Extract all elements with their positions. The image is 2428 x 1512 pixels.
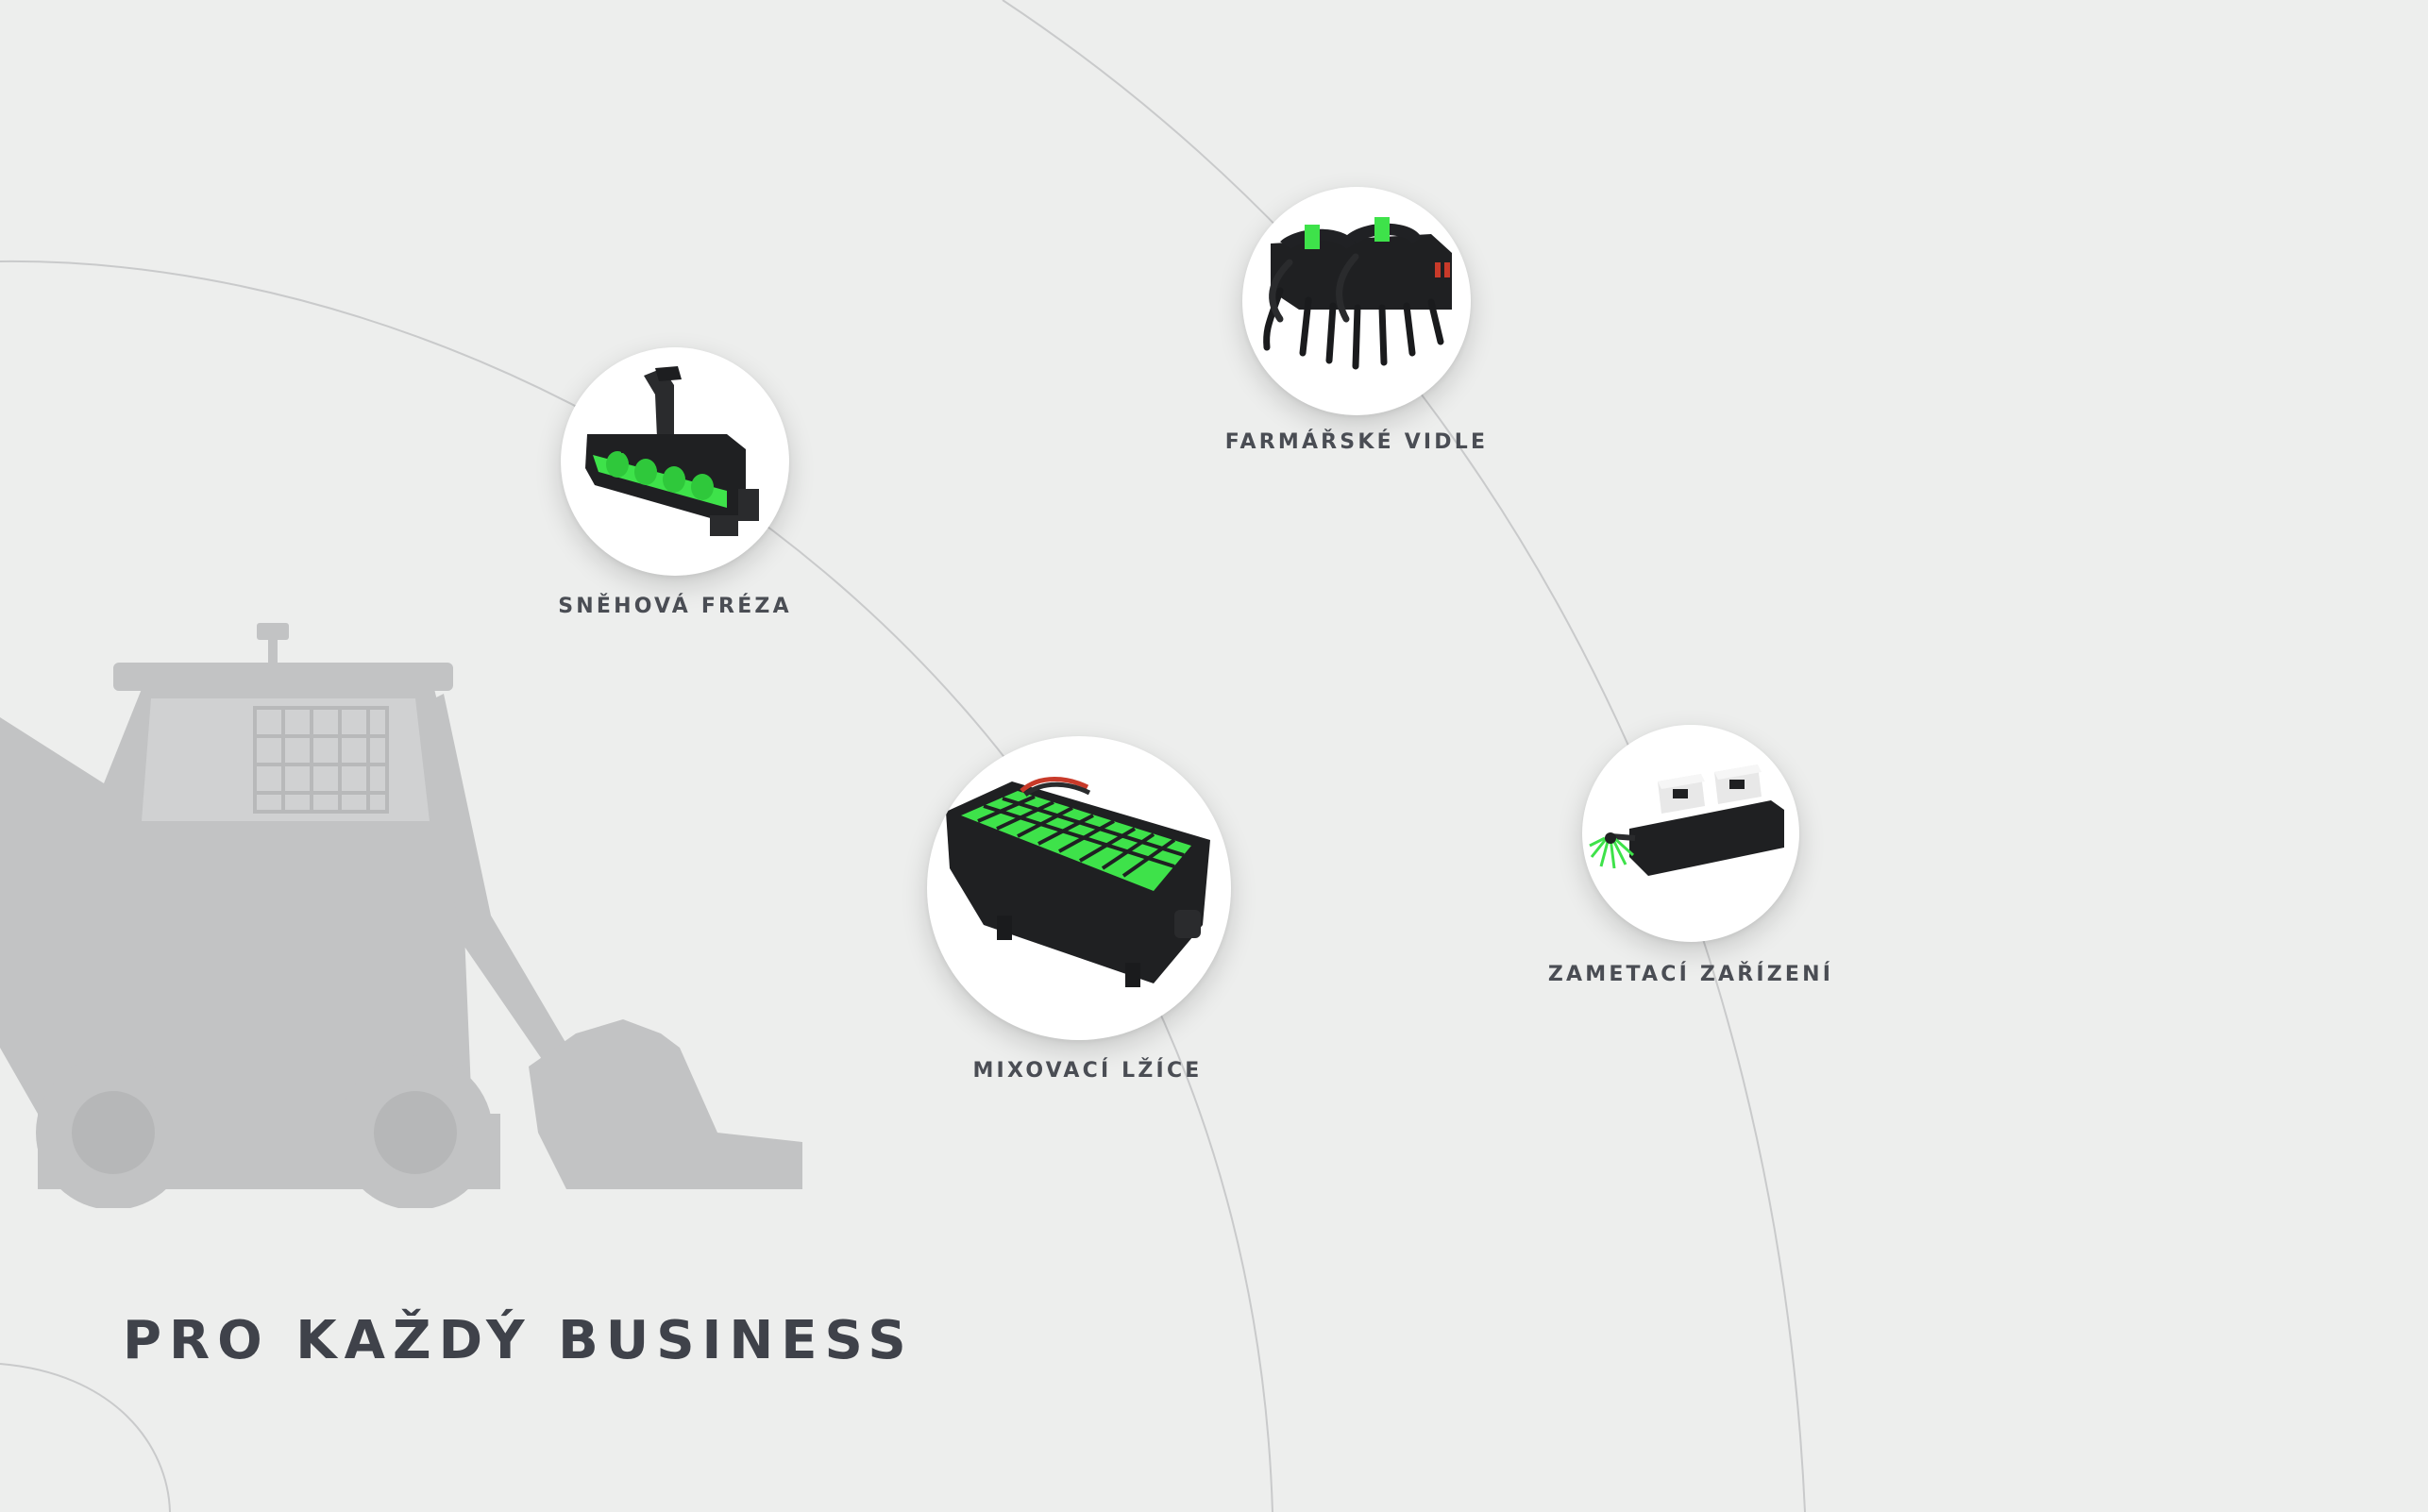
product-label-mixer: MIXOVACÍ LŽÍCE xyxy=(972,1059,1203,1083)
product-snowblower[interactable]: SNĚHOVÁ FRÉZA xyxy=(558,347,793,630)
skid-steer-loader-silhouette xyxy=(0,623,802,1208)
product-label-sweeper: ZAMETACÍ ZAŘÍZENÍ xyxy=(1547,963,1834,986)
product-mixer[interactable]: MIXOVACÍ LŽÍCE xyxy=(927,736,1237,1095)
product-label-grapple: FARMÁŘSKÉ VIDLE xyxy=(1224,430,1489,454)
page-headline: PRO KAŽDÝ BUSINESS xyxy=(123,1310,914,1371)
arc-middle xyxy=(0,260,1273,1512)
sweeper-bubble xyxy=(1582,725,1799,942)
arc-inner xyxy=(0,1363,171,1512)
mixing-bucket-image xyxy=(946,777,1210,987)
sweeper-image xyxy=(1589,764,1784,876)
product-label-snowblower: SNĚHOVÁ FRÉZA xyxy=(558,595,792,618)
snowblower-bubble xyxy=(561,347,789,576)
grapple-bubble xyxy=(1242,187,1471,415)
arc-outer xyxy=(1002,0,1806,1512)
product-sweeper[interactable]: ZAMETACÍ ZAŘÍZENÍ xyxy=(1548,725,1830,999)
grapple-fork-image xyxy=(1263,217,1452,370)
mixer-bubble xyxy=(927,736,1231,1040)
snow-blower-image xyxy=(585,366,759,536)
product-grapple[interactable]: FARMÁŘSKÉ VIDLE xyxy=(1225,187,1485,461)
